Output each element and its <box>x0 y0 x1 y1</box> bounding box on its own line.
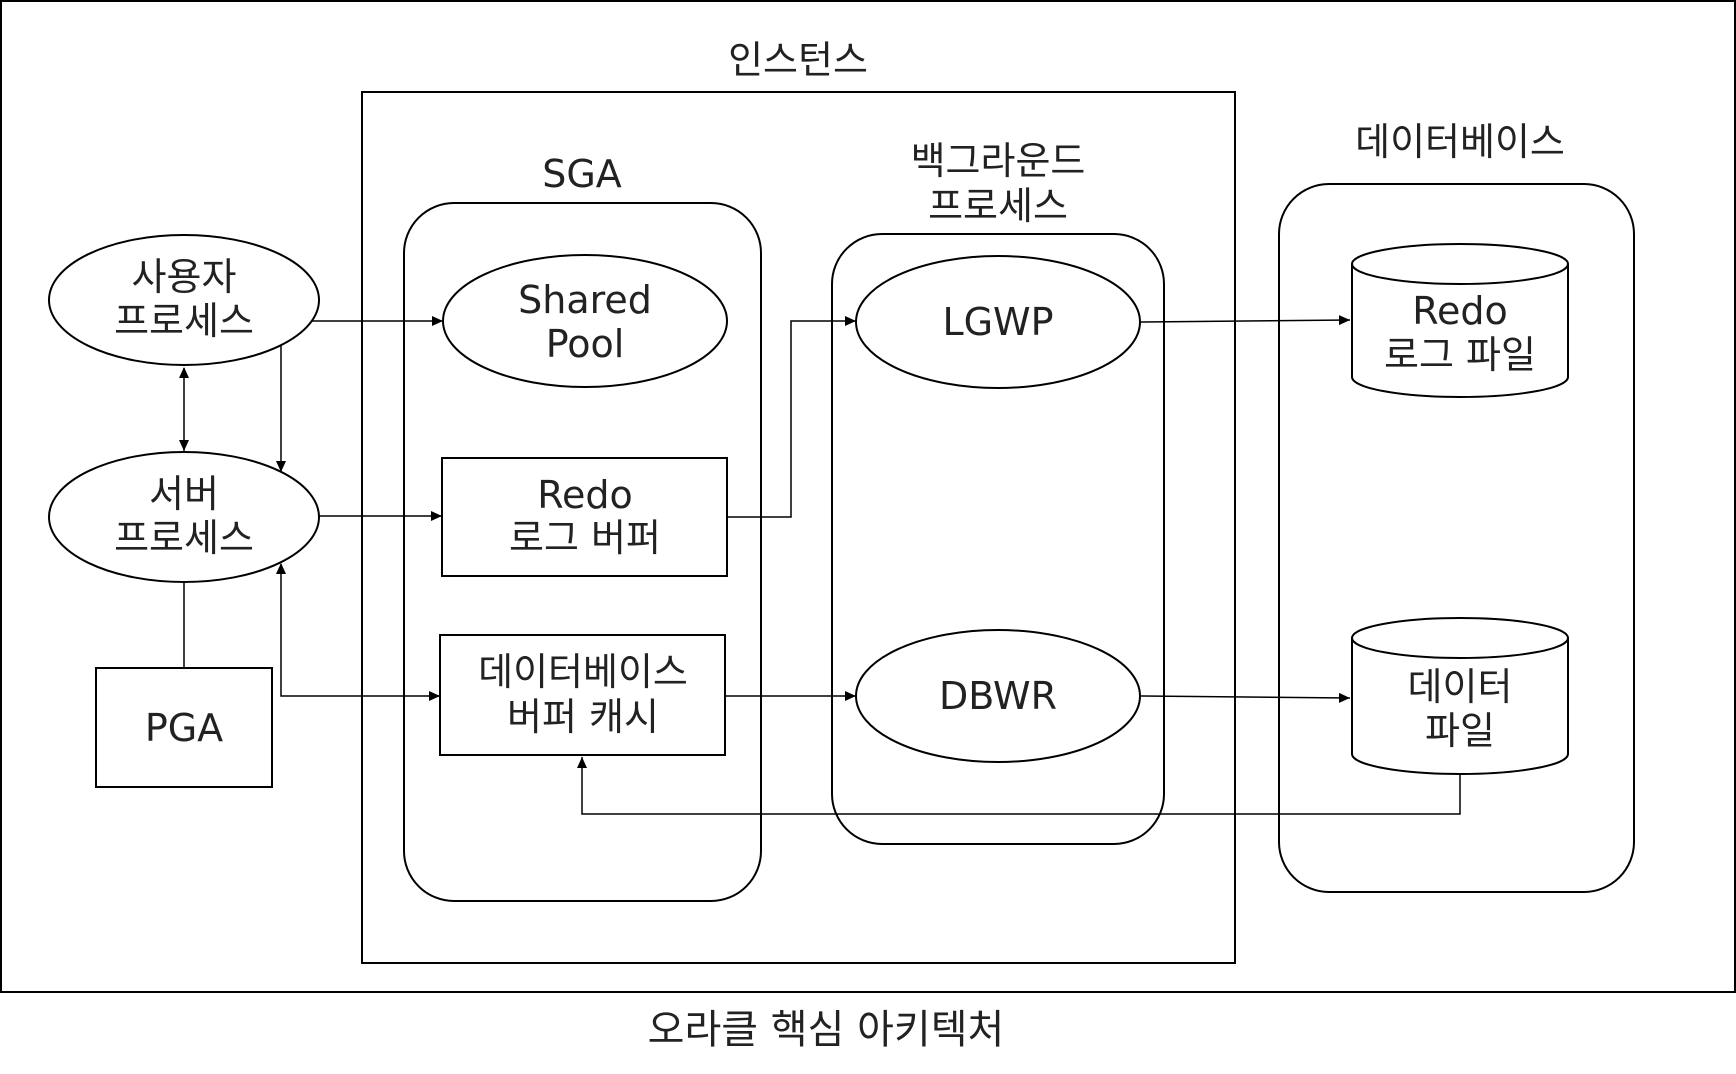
background-process-group <box>831 233 1165 845</box>
shared-pool-line1: Shared <box>518 278 652 322</box>
background-title-line1: 백그라운드 <box>911 139 1086 183</box>
redo-log-file-line1: Redo <box>1412 289 1507 333</box>
instance-title: 인스턴스 <box>728 38 868 82</box>
pga-label: PGA <box>145 706 223 750</box>
background-title-line2: 프로세스 <box>928 184 1068 228</box>
redo-buffer-line1: Redo <box>537 473 632 517</box>
server-process-line1: 서버 <box>149 472 219 516</box>
user-process-line1: 사용자 <box>132 255 237 299</box>
pga-box <box>95 667 273 788</box>
sga-title: SGA <box>542 152 622 196</box>
database-group <box>1278 183 1635 893</box>
sga-group <box>403 202 762 902</box>
connector-lgwp-redo-file <box>1139 315 1351 326</box>
lgwp-label: LGWP <box>942 300 1053 344</box>
dbwr-node <box>855 629 1141 763</box>
db-buffer-line1: 데이터베이스 <box>478 650 688 694</box>
instance-box <box>361 91 1236 964</box>
server-process-line2: 프로세스 <box>114 516 254 560</box>
data-file-cylinder <box>1351 617 1569 775</box>
connector-dbwr-data-file <box>1139 692 1351 703</box>
shared-pool-node <box>442 254 728 388</box>
dbwr-label: DBWR <box>939 674 1057 718</box>
db-buffer-cache-box <box>439 634 726 756</box>
user-process-line2: 프로세스 <box>114 299 254 343</box>
data-file-line2: 파일 <box>1425 709 1495 753</box>
connector-redo-buffer-lgwp <box>727 316 856 518</box>
diagram-caption: 오라클 핵심 아키텍처 <box>648 1007 1005 1053</box>
server-process-node <box>48 451 320 583</box>
connector-data-file-db-buffer <box>577 757 1461 815</box>
db-buffer-line2: 버퍼 캐시 <box>507 695 659 739</box>
database-title: 데이터베이스 <box>1355 120 1565 164</box>
redo-buffer-line2: 로그 버퍼 <box>509 516 661 560</box>
shared-pool-line2: Pool <box>546 322 625 366</box>
outer-frame <box>0 0 1736 993</box>
data-file-line1: 데이터 <box>1408 665 1513 709</box>
connector-server-db-buffer <box>276 563 440 701</box>
redo-log-file-line2: 로그 파일 <box>1384 333 1536 377</box>
redo-log-buffer-box <box>441 457 728 577</box>
lgwp-node <box>855 255 1141 389</box>
user-process-node <box>48 234 320 366</box>
redo-log-file-cylinder <box>1351 243 1569 398</box>
